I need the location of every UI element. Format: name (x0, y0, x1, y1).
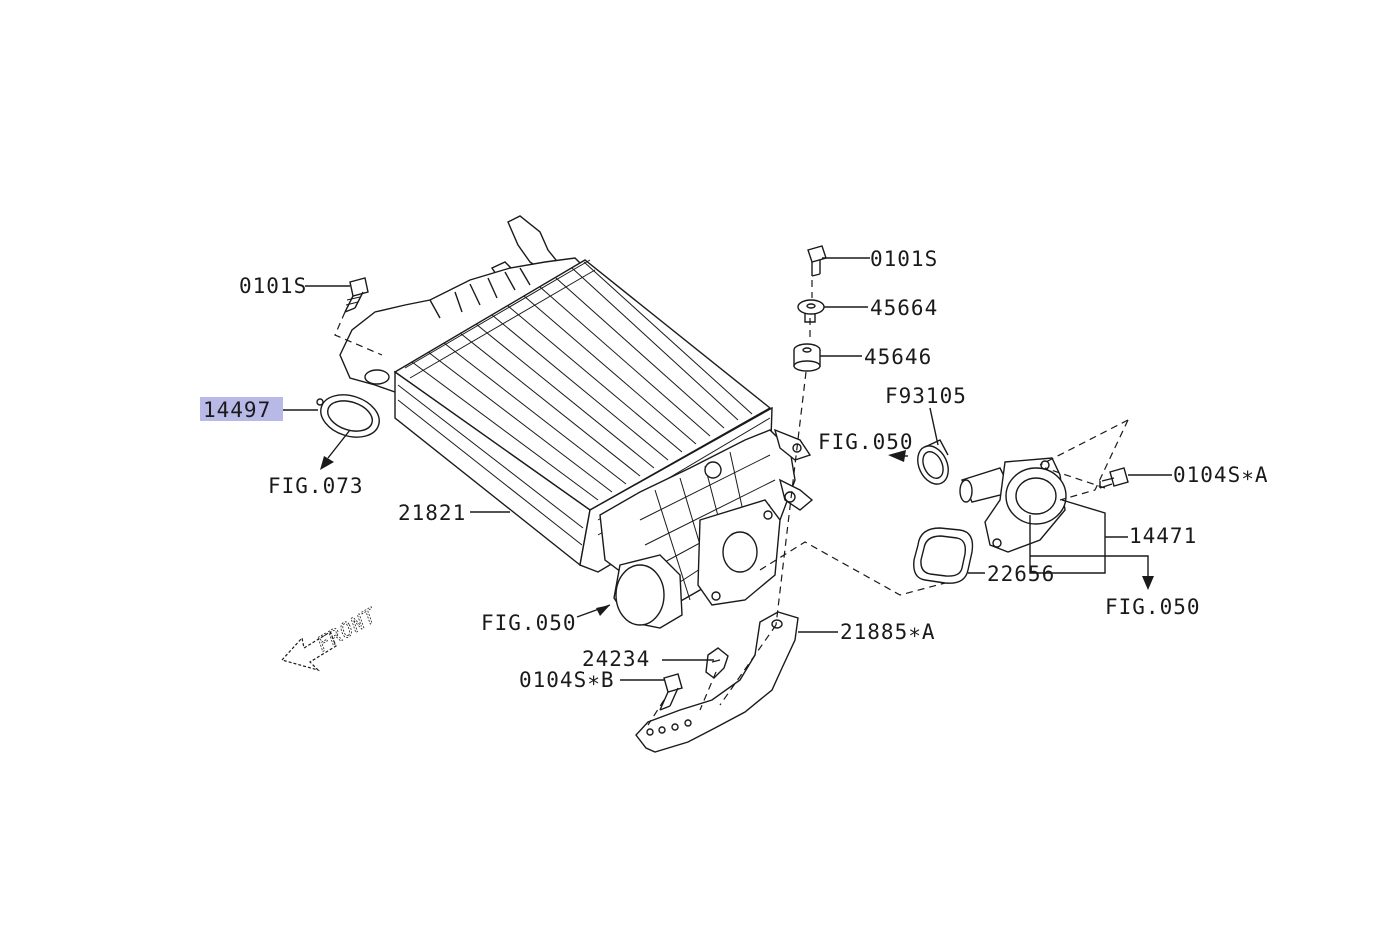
label-22656[interactable]: 22656 (987, 562, 1055, 586)
label-fig073[interactable]: FIG.073 (268, 474, 364, 498)
label-45664[interactable]: 45664 (870, 296, 938, 320)
elbow-14471 (959, 457, 1067, 553)
label-fig050-outlet[interactable]: FIG.050 (481, 611, 577, 635)
label-14471[interactable]: 14471 (1129, 524, 1197, 548)
label-0104sa[interactable]: 0104S∗A (1173, 463, 1269, 487)
label-24234[interactable]: 24234 (582, 647, 650, 671)
label-45646[interactable]: 45646 (864, 345, 932, 369)
clip-24234 (705, 647, 729, 679)
highlight-14497 (200, 397, 283, 421)
assembly-dashed-lines (334, 280, 1129, 726)
gasket-22656 (913, 527, 974, 584)
intercooler-illustration (339, 215, 814, 629)
label-fig050-clamp[interactable]: FIG.050 (818, 430, 914, 454)
label-0101s-top[interactable]: 0101S (870, 247, 938, 271)
label-21821[interactable]: 21821 (398, 501, 466, 525)
label-0101s-left[interactable]: 0101S (239, 274, 307, 298)
gasket-14497 (316, 394, 380, 438)
front-direction-arrow: FRONT (280, 602, 382, 672)
label-21885a[interactable]: 21885∗A (840, 620, 936, 644)
bolt-0101s-top (807, 245, 827, 277)
label-0104sb[interactable]: 0104S∗B (519, 668, 615, 692)
part-labels: 0101S 45664 45646 F93105 FIG.050 0104S∗A… (200, 247, 1269, 692)
bolt-0101s-left (344, 277, 369, 313)
leader-lines (283, 257, 1172, 681)
label-f93105[interactable]: F93105 (885, 384, 967, 408)
clamp-f93105 (917, 439, 949, 485)
bracket-21885a (635, 611, 799, 753)
washer-45664 (797, 299, 825, 323)
front-label: FRONT (313, 602, 382, 656)
bolt-0104sa (1099, 467, 1129, 489)
bolt-0104sb (659, 673, 683, 711)
arrowheads (320, 450, 1154, 616)
label-fig050-elbow[interactable]: FIG.050 (1105, 595, 1201, 619)
grommet-45646 (793, 343, 821, 372)
label-14497[interactable]: 14497 (203, 398, 271, 422)
